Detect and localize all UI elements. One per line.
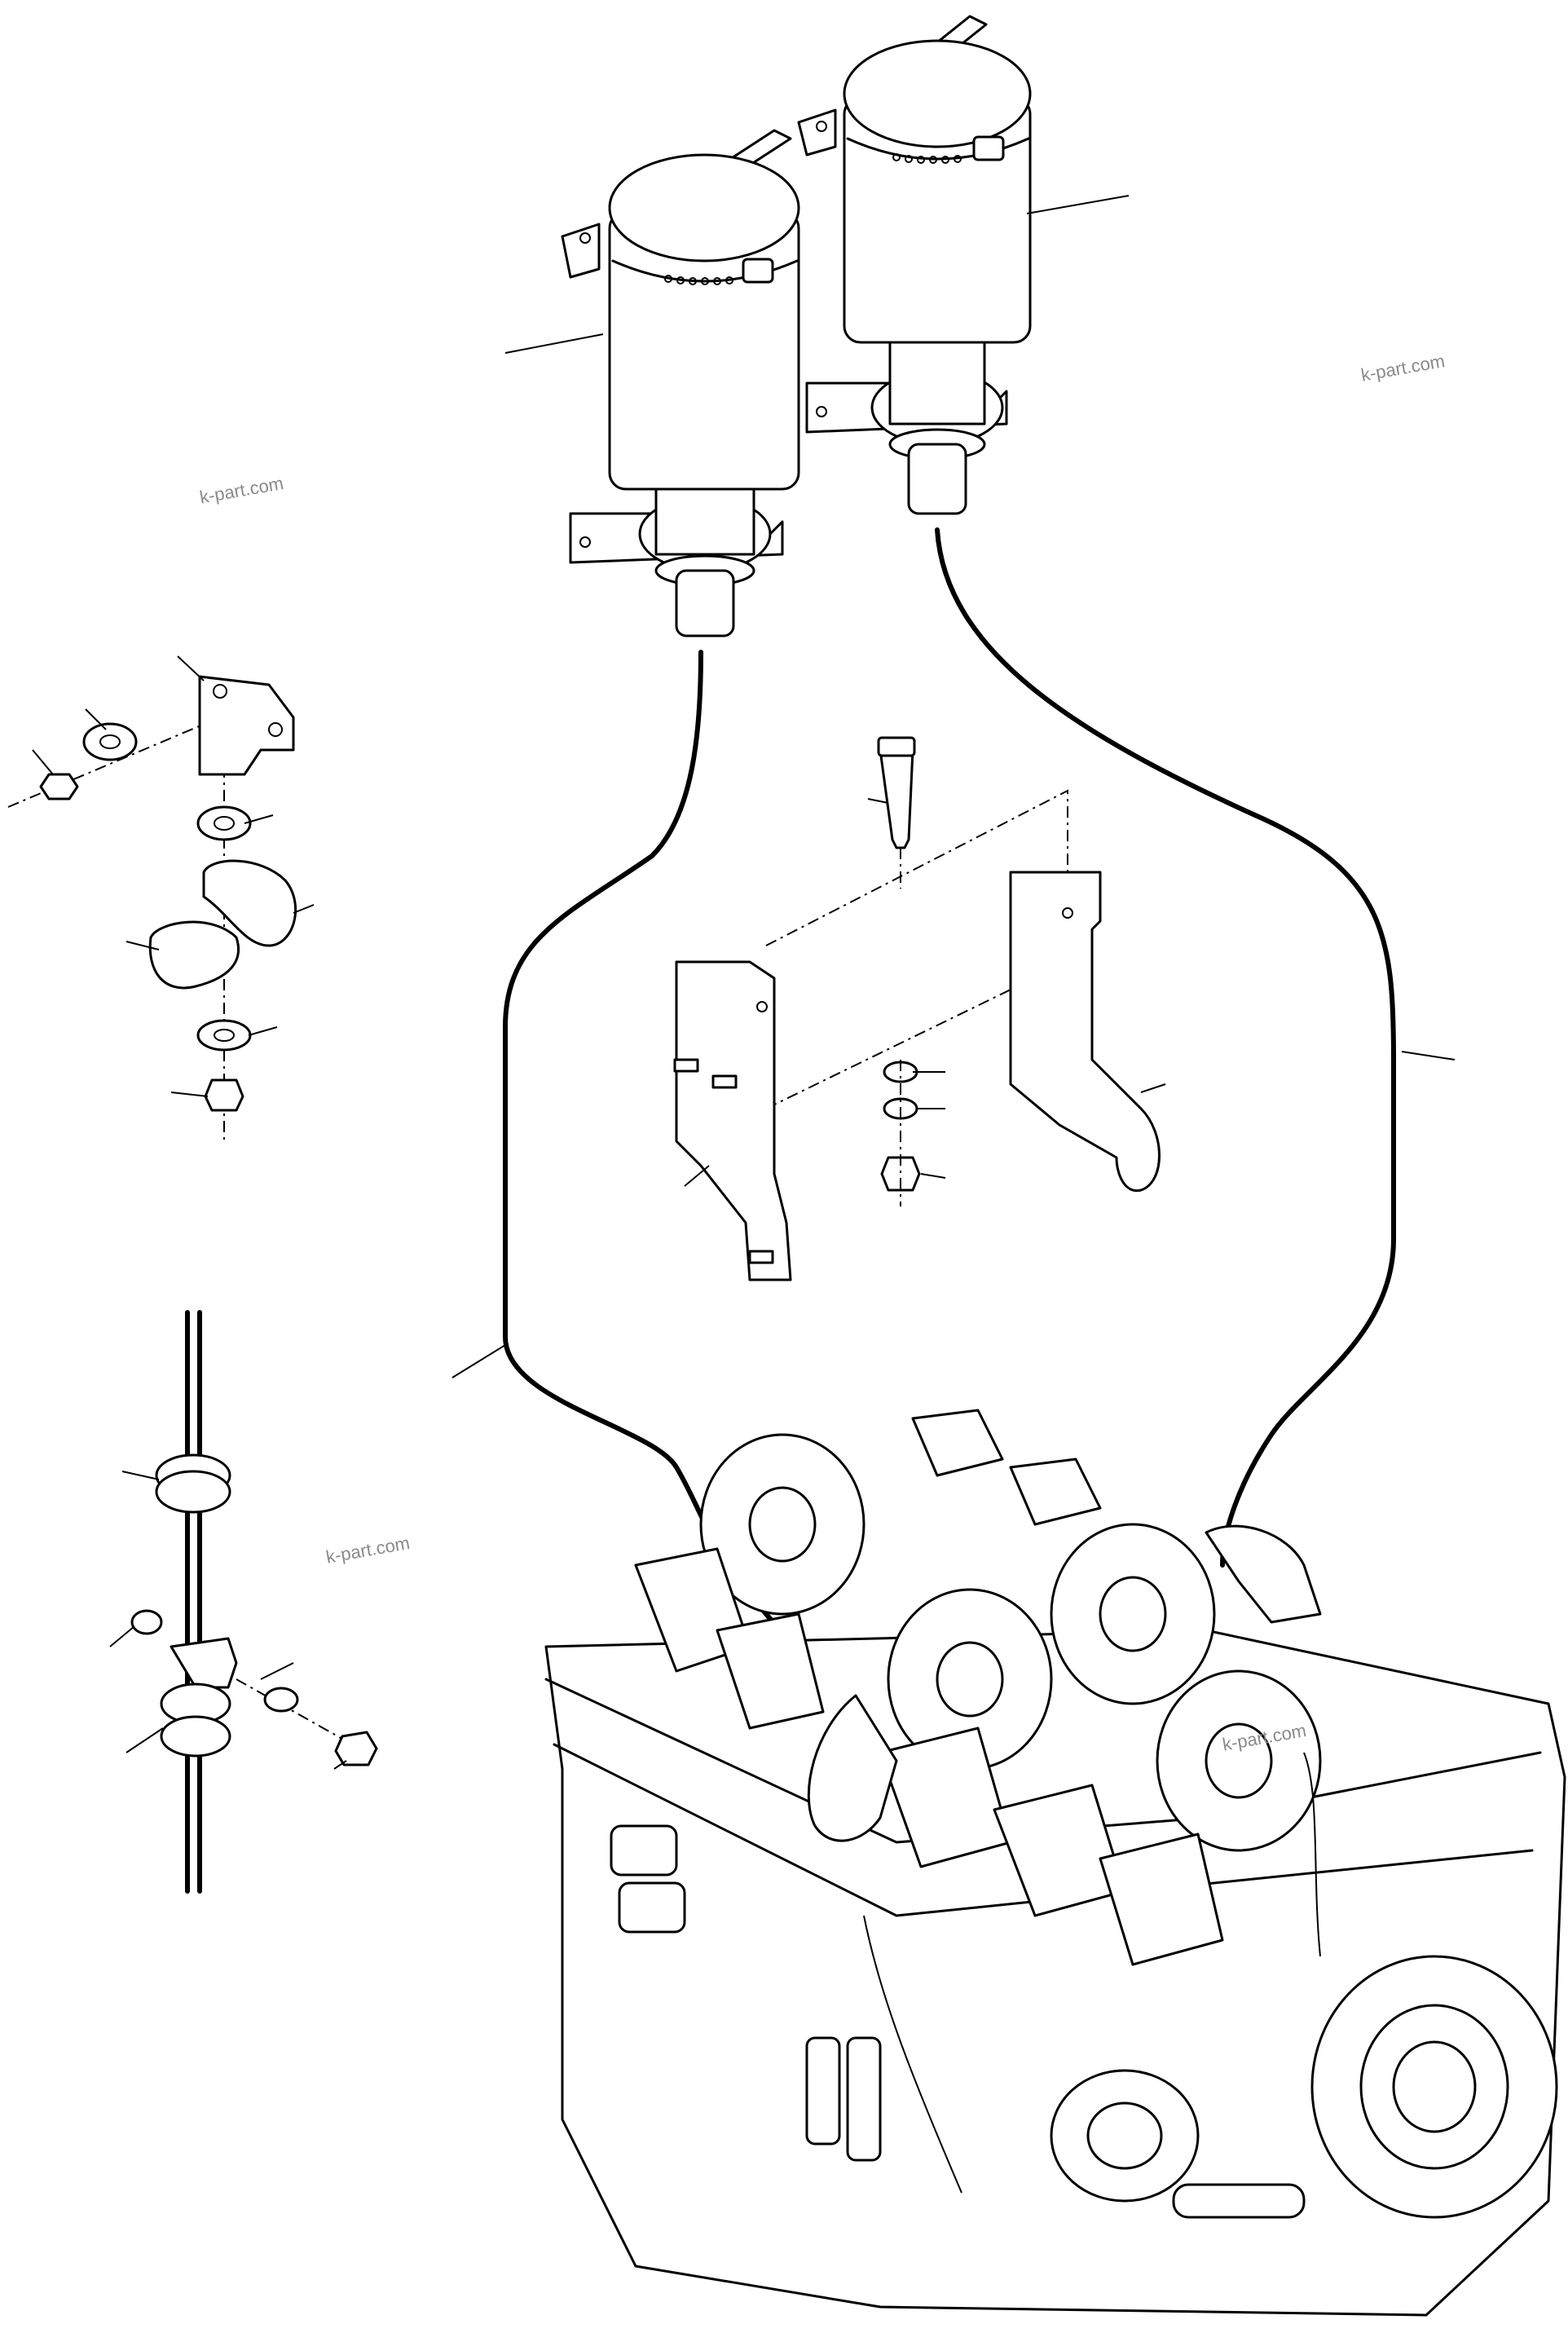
flywheel-housing	[1310, 1955, 1558, 2219]
right-support-bracket	[1009, 871, 1161, 1193]
right-outlet-neck	[888, 341, 986, 426]
valve-covers	[634, 1409, 1224, 1966]
left-outlet-neck	[654, 487, 755, 556]
left-outlet-pipe	[675, 569, 735, 637]
right-breather-hose	[935, 527, 1396, 1568]
left-air-cleaner	[561, 129, 800, 637]
turbochargers	[699, 1433, 1322, 1852]
right-clamp-buckle	[972, 135, 1005, 161]
fuel-filters	[610, 1824, 882, 2162]
right-cleaner-cap	[843, 39, 1032, 148]
bracket-bolt	[879, 748, 914, 849]
left-breather-hose	[503, 650, 850, 1706]
starter-motor	[1050, 2069, 1306, 2219]
right-outlet-pipe	[907, 443, 967, 515]
right-band-holes	[892, 153, 962, 164]
left-clamp-buckle	[742, 258, 774, 284]
left-clamp-assembly-top	[7, 675, 297, 1141]
center-bracket-assembly	[673, 736, 1161, 1281]
left-band-holes	[664, 275, 733, 285]
right-mounting-bracket-top	[797, 108, 837, 157]
left-clamp-band	[611, 259, 799, 283]
breather-elbow-left	[807, 1694, 898, 1842]
leader-lines	[32, 195, 1456, 1770]
left-clamp-assembly-bottom	[130, 1310, 378, 1894]
left-mounting-bracket-top	[561, 223, 601, 279]
right-clamp-band	[846, 137, 1030, 161]
engine	[544, 1409, 1566, 2317]
right-air-cleaner	[797, 15, 1032, 515]
left-support-bracket	[675, 960, 792, 1281]
breather-elbow-right	[1205, 1524, 1322, 1624]
left-cleaner-cap	[608, 153, 800, 262]
mounting-plate	[198, 675, 295, 776]
